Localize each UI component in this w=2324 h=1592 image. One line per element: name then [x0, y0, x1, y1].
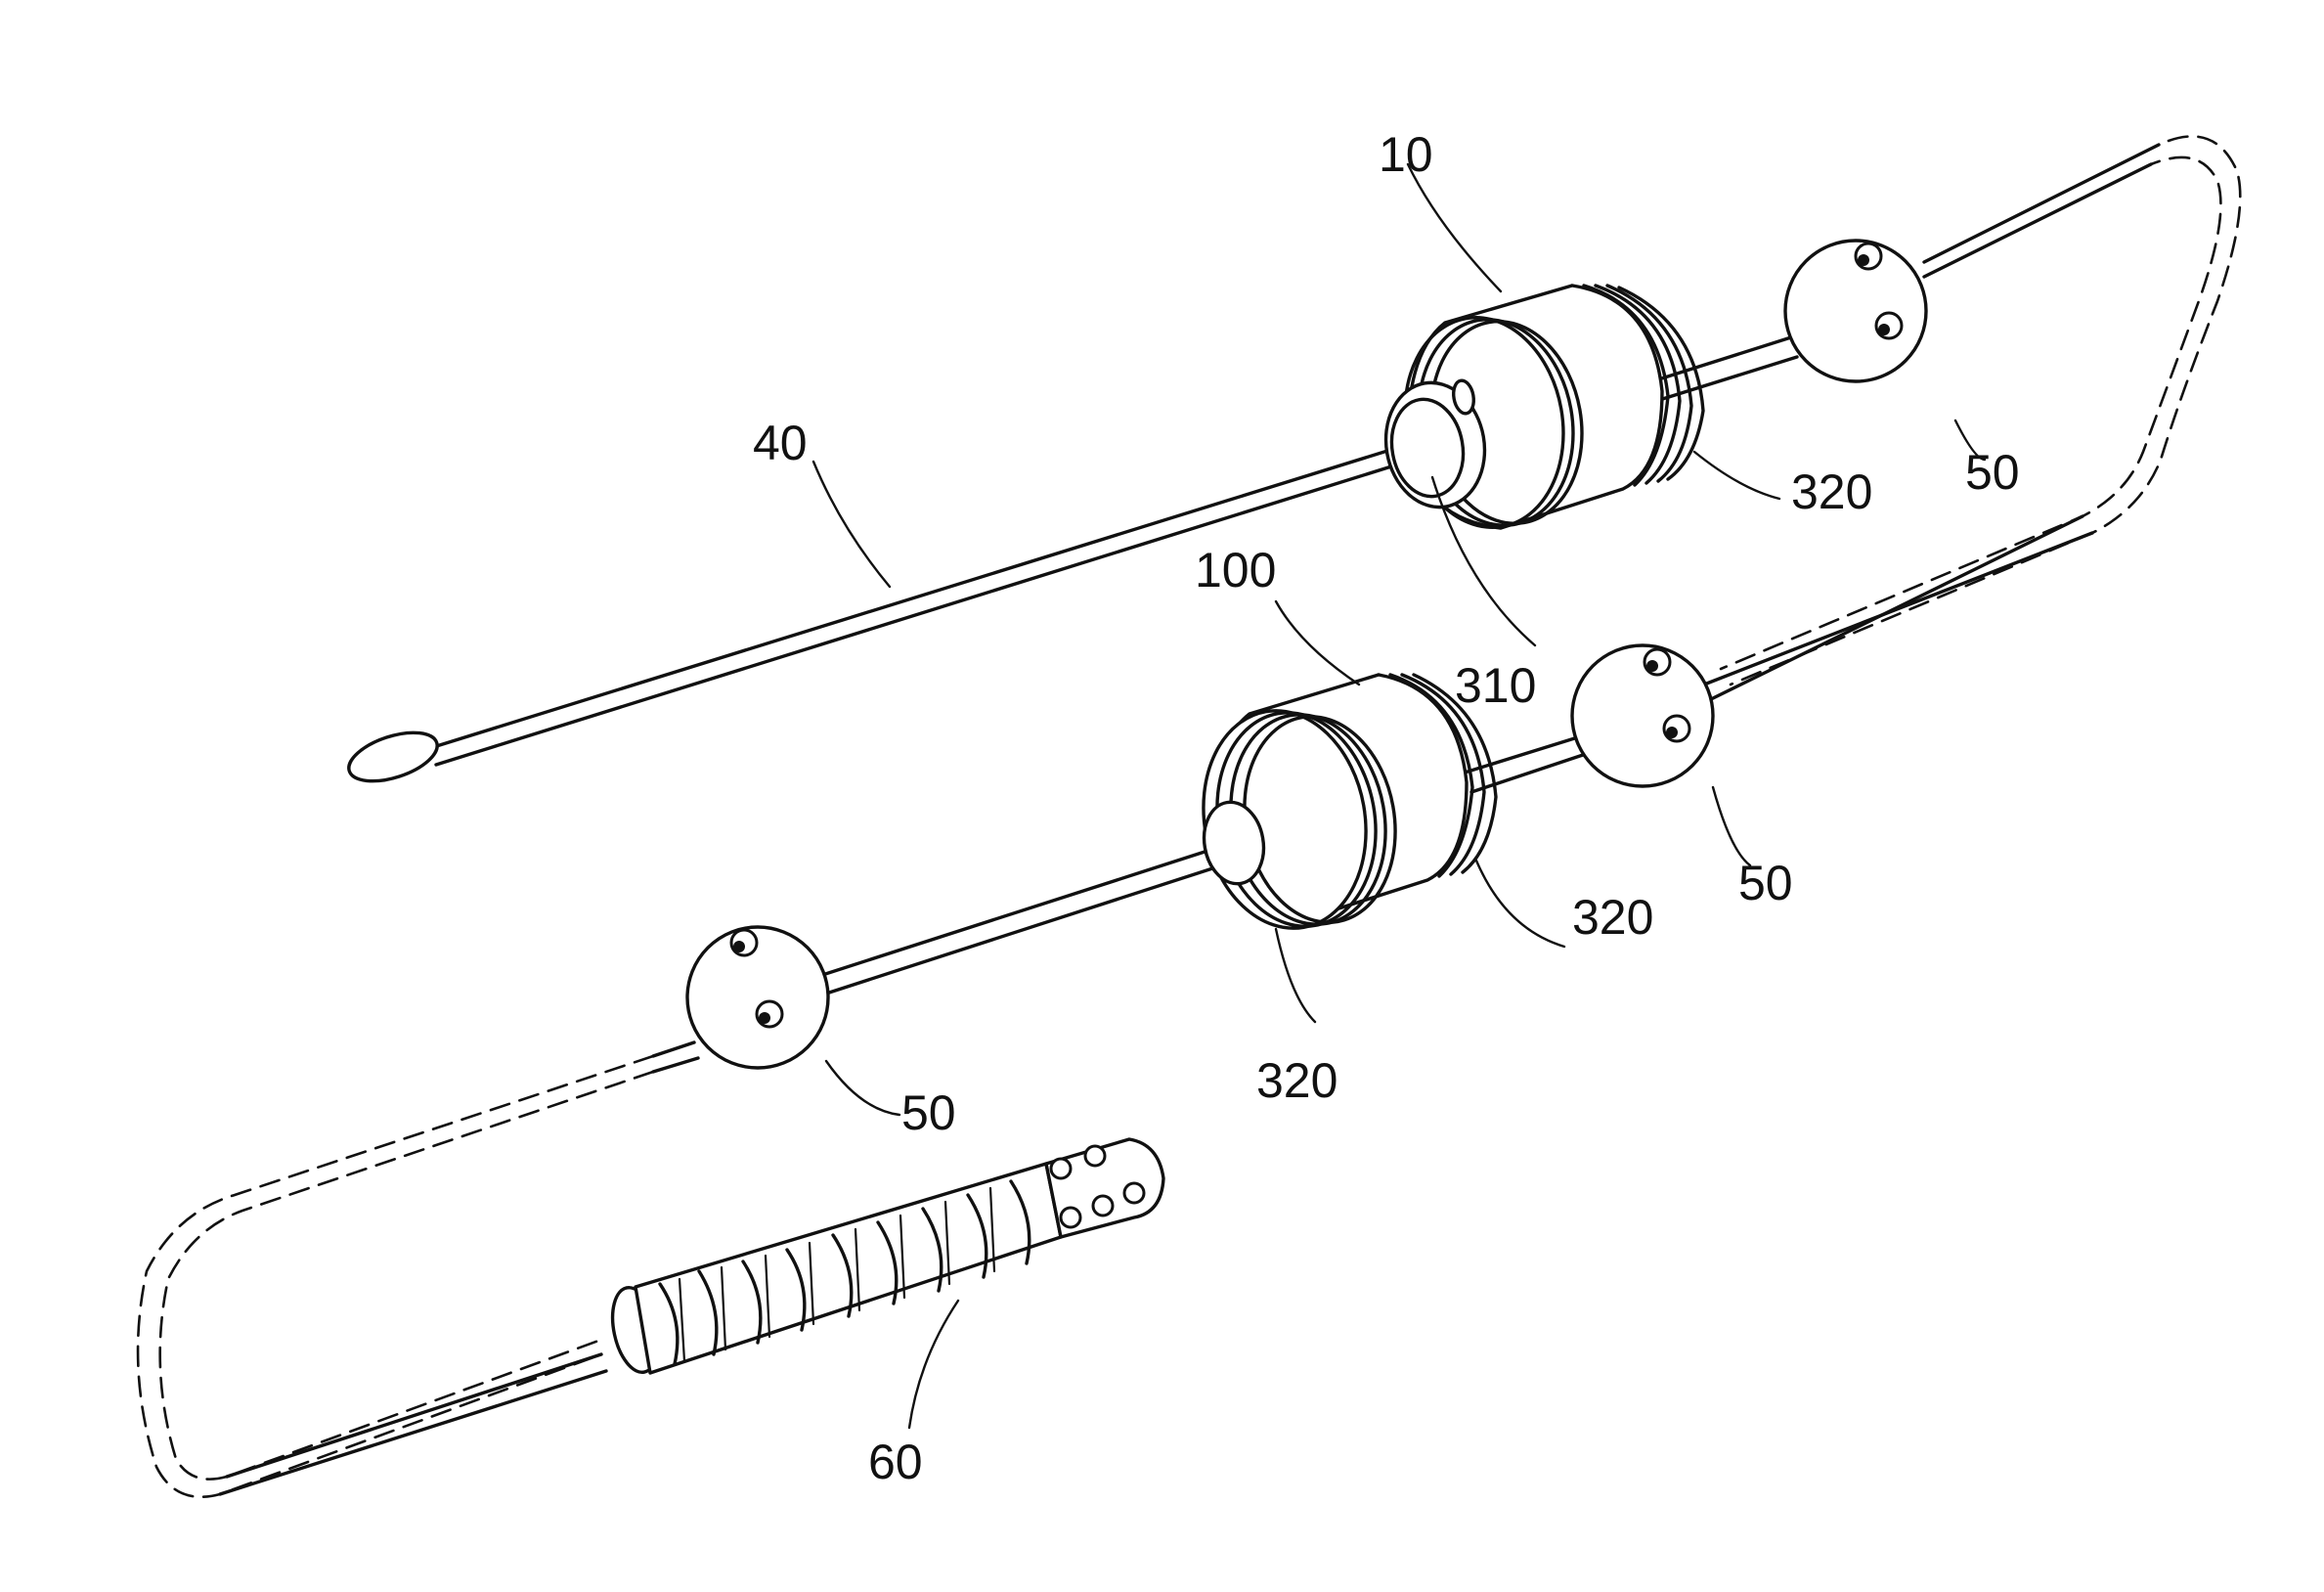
label-50-lower: 50	[901, 1085, 956, 1140]
bottom-device-assembly	[819, 516, 2092, 994]
label-60: 60	[868, 1435, 923, 1489]
label-50-middle: 50	[1738, 856, 1793, 910]
dashed-outer-loop-right	[1721, 136, 2240, 685]
top-device-assembly	[1377, 145, 2159, 540]
bead-lower-left	[653, 927, 828, 1072]
label-10: 10	[1379, 127, 1433, 182]
label-50-top: 50	[1965, 445, 2020, 500]
bead-top	[1785, 241, 1926, 381]
label-40: 40	[753, 416, 808, 470]
label-310: 310	[1455, 658, 1536, 713]
label-100: 100	[1195, 543, 1276, 597]
label-320-lower: 320	[1256, 1053, 1337, 1108]
dashed-outer-loop-left	[138, 1056, 653, 1497]
label-320-middle: 320	[1572, 890, 1653, 945]
bead-middle-right	[1572, 645, 1713, 786]
label-320-top: 320	[1791, 464, 1872, 519]
